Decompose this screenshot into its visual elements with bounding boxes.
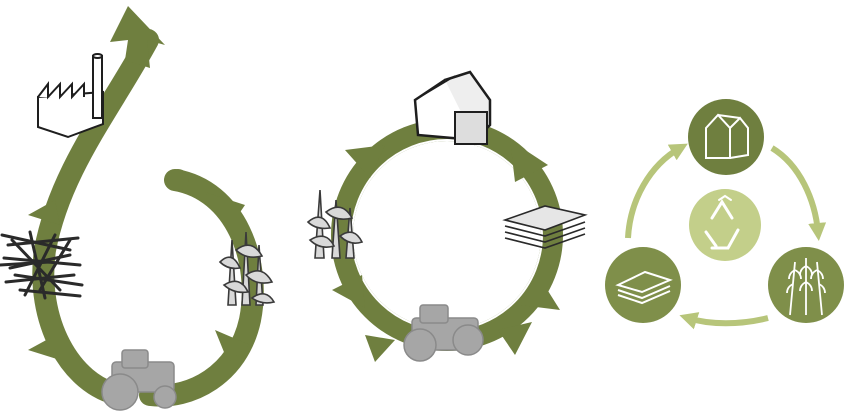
wheat-icon xyxy=(786,258,826,316)
node-panels xyxy=(605,247,681,323)
panel-stack-icon xyxy=(502,205,588,249)
ring-arrow-bottomright xyxy=(498,322,532,355)
arrowhead-left-low xyxy=(28,338,60,360)
arrowhead-top xyxy=(110,6,165,68)
straw-bundle-icon xyxy=(0,230,84,300)
arrowhead-left-mid xyxy=(28,200,60,225)
recycle-icon xyxy=(704,194,740,250)
panel-stack-icon xyxy=(615,270,673,305)
arrowhead-right-top xyxy=(205,192,245,230)
house-icon xyxy=(705,113,749,159)
corn-plants-icon xyxy=(218,231,276,306)
factory-icon xyxy=(37,53,104,139)
ring-arrow-left xyxy=(332,275,365,308)
loop-start-dot xyxy=(167,169,189,191)
ring-arrow-right xyxy=(520,275,560,310)
ring-arrow-topleft xyxy=(345,145,385,178)
panel-circular-summary xyxy=(605,99,844,330)
tractor-icon xyxy=(403,304,484,362)
node-house xyxy=(688,99,764,175)
tractor-icon xyxy=(101,349,177,411)
summary-arrow-left xyxy=(625,143,688,239)
summary-arrow-bottom xyxy=(679,312,769,330)
panel-closed-loop xyxy=(306,70,588,362)
summary-arrow-right xyxy=(770,145,827,241)
node-recycle xyxy=(689,189,761,261)
ring-arrow-topright xyxy=(510,140,548,182)
ring-arrow-bottomleft xyxy=(365,335,395,362)
panel-linear-to-loop xyxy=(0,6,276,411)
house-frame-icon xyxy=(413,70,492,145)
corn-plants-icon xyxy=(306,189,364,259)
flow-arrow-up xyxy=(32,29,159,406)
arrowhead-right-low xyxy=(215,330,250,362)
